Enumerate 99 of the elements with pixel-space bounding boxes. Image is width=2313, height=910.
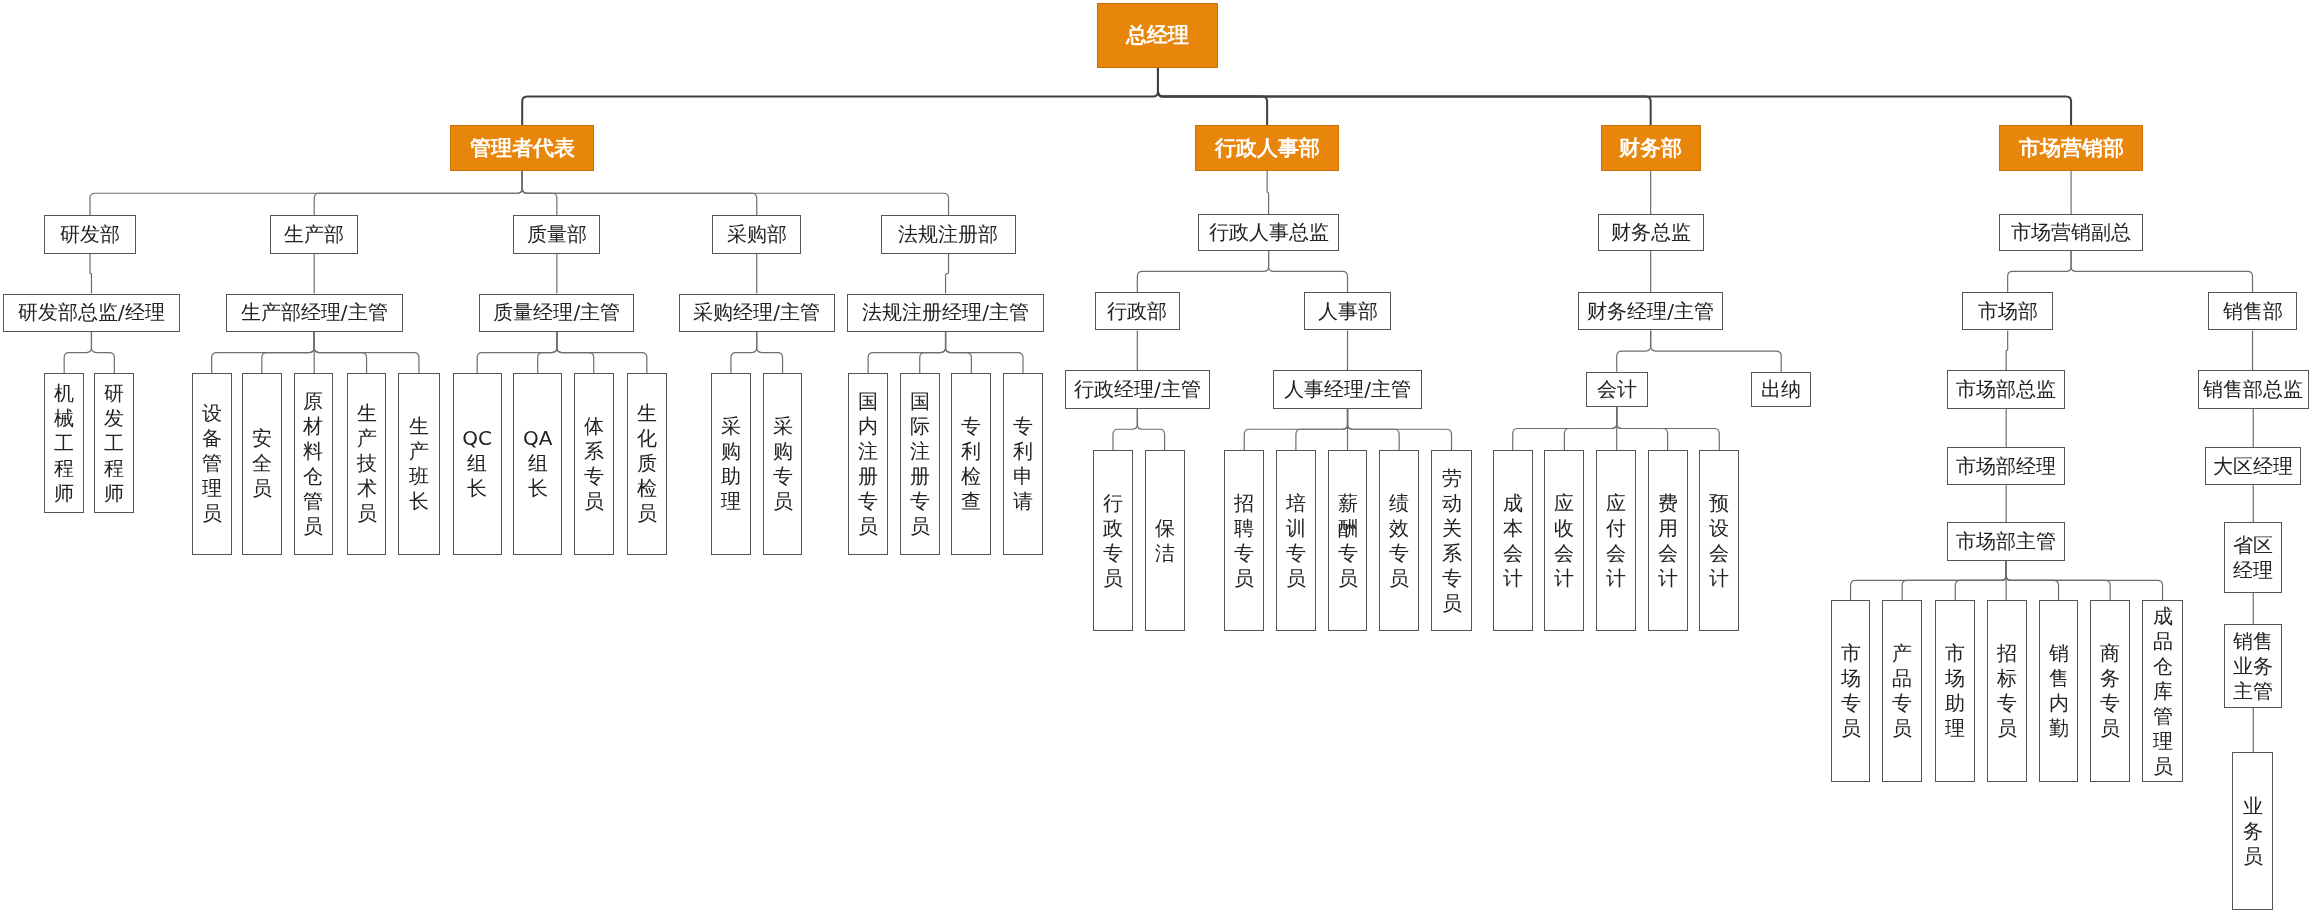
position-box: 生产部 — [269, 215, 359, 254]
position-box: 设备管理员 — [191, 373, 232, 555]
connector-line — [1136, 329, 1138, 371]
connector-line — [756, 253, 758, 295]
connector-line — [1650, 170, 1652, 215]
position-box: 安全员 — [241, 373, 282, 555]
position-box: 招聘专员 — [1224, 449, 1265, 632]
position-box: 研发部总监/经理 — [2, 293, 180, 332]
connector-line — [756, 331, 784, 374]
position-box: 采购专员 — [762, 373, 803, 555]
position-box: 应付会计 — [1596, 449, 1636, 632]
position-box: 采购部 — [712, 215, 801, 254]
position-box: 保洁 — [1144, 449, 1185, 632]
connector-line — [2252, 592, 2254, 625]
position-box: 生产部经理/主管 — [225, 293, 403, 332]
connector-line — [2005, 329, 2009, 371]
connector-line — [556, 253, 558, 295]
position-box: 行政经理/主管 — [1065, 370, 1210, 409]
connector-line — [2005, 408, 2007, 448]
position-box: 业务员 — [2231, 752, 2274, 910]
position-box: 人事部 — [1304, 292, 1392, 331]
connector-line — [1650, 329, 1782, 373]
position-box: QC组长 — [452, 373, 502, 555]
position-box: 费用会计 — [1647, 449, 1688, 632]
position-box: 采购助理 — [711, 373, 751, 555]
position-box: 财务总监 — [1597, 213, 1704, 251]
position-box: 劳动关系专员 — [1430, 449, 1473, 632]
position-box: 市场部 — [1961, 292, 2054, 331]
position-box: 省区经理 — [2224, 522, 2282, 593]
department-box: 管理者代表 — [449, 125, 595, 172]
connector-line — [89, 253, 93, 295]
position-box: 培训专员 — [1276, 449, 1316, 632]
position-box: 产品专员 — [1882, 600, 1923, 782]
connector-line — [2252, 408, 2254, 448]
position-box: 法规注册部 — [880, 215, 1017, 254]
department-box: 财务部 — [1600, 125, 1701, 172]
position-box: 成本会计 — [1492, 449, 1533, 632]
position-box: 行政部 — [1094, 292, 1181, 331]
position-box: 招标专员 — [1987, 600, 2027, 782]
position-box: 销售部 — [2208, 292, 2297, 331]
position-box: 专利检查 — [951, 373, 992, 555]
connector-line — [1266, 170, 1270, 215]
position-box: 市场部总监 — [1947, 370, 2066, 409]
position-box: QA组长 — [513, 373, 562, 555]
position-box: 出纳 — [1750, 371, 1812, 408]
position-box: 专利申请 — [1003, 373, 1043, 555]
position-box: 市场部主管 — [1947, 522, 2066, 561]
position-box: 国际注册专员 — [899, 373, 940, 555]
head-box: 总经理 — [1097, 2, 1219, 68]
position-box: 财务经理/主管 — [1578, 292, 1723, 331]
position-box: 大区经理 — [2205, 446, 2302, 486]
connector-line — [521, 170, 950, 216]
position-box: 研发工程师 — [94, 373, 135, 514]
connector-line — [2005, 559, 2164, 601]
position-box: 市场营销副总 — [1998, 213, 2144, 251]
connector-line — [1346, 329, 1349, 371]
position-box: 绩效专员 — [1379, 449, 1420, 632]
department-box: 行政人事部 — [1194, 125, 1340, 172]
connector-line — [2252, 484, 2254, 523]
position-box: 体系专员 — [573, 373, 614, 555]
connector-line — [944, 253, 950, 295]
position-box: 商务专员 — [2090, 600, 2131, 782]
position-box: 行政专员 — [1093, 449, 1133, 632]
position-box: 人事经理/主管 — [1273, 370, 1422, 409]
connector-line — [2070, 170, 2072, 215]
connector-line — [1268, 250, 1349, 293]
position-box: 市场助理 — [1935, 600, 1976, 782]
position-box: 成品仓库管理员 — [2141, 600, 2184, 782]
connector-line — [2005, 484, 2007, 523]
position-box: 生化质检员 — [626, 373, 667, 555]
position-box: 行政人事总监 — [1197, 213, 1340, 251]
position-box: 原材料仓管员 — [293, 373, 334, 555]
connector-line — [2251, 329, 2254, 371]
connector-line — [1346, 408, 1453, 451]
position-box: 研发部 — [44, 215, 136, 254]
position-box: 法规注册经理/主管 — [846, 293, 1045, 332]
position-box: 销售内勤 — [2038, 600, 2079, 782]
position-box: 国内注册专员 — [848, 373, 888, 555]
department-box: 市场营销部 — [1998, 125, 2144, 172]
position-box: 市场部经理 — [1947, 446, 2066, 486]
position-box: 会计 — [1585, 371, 1648, 408]
position-box: 质量经理/主管 — [479, 293, 635, 332]
connector-line — [1136, 408, 1166, 451]
position-box: 生产班长 — [398, 373, 440, 555]
position-box: 生产技术员 — [346, 373, 387, 555]
position-box: 销售业务主管 — [2224, 623, 2282, 709]
connector-line — [313, 253, 315, 295]
position-box: 销售部总监 — [2197, 370, 2309, 409]
position-box: 采购经理/主管 — [678, 293, 835, 332]
position-box: 质量部 — [513, 215, 601, 254]
position-box: 市场专员 — [1830, 600, 1871, 782]
position-box: 机械工程师 — [44, 373, 85, 514]
position-box: 预设会计 — [1699, 449, 1740, 632]
connector-line — [90, 331, 115, 374]
connector-line — [1650, 250, 1652, 293]
connector-line — [2070, 250, 2254, 293]
position-box: 薪酬专员 — [1327, 449, 1368, 632]
connector-line — [2252, 707, 2254, 753]
position-box: 应收会计 — [1544, 449, 1585, 632]
